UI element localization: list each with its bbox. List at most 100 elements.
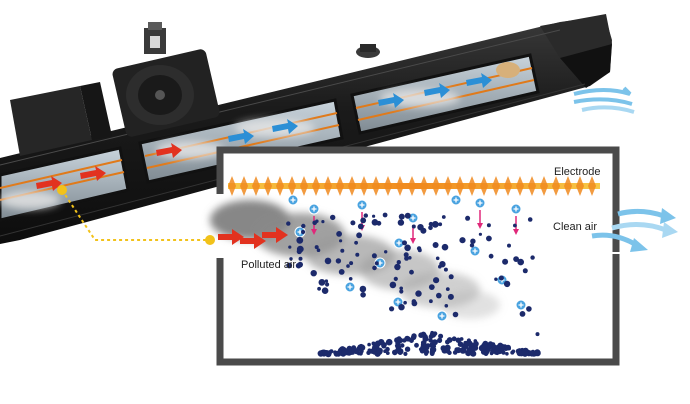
fan-icon — [155, 90, 165, 100]
particle-icon — [295, 262, 302, 269]
particle-icon — [505, 352, 509, 356]
particle-icon — [503, 280, 511, 288]
electrode-spike — [300, 176, 308, 196]
electrode-spike — [492, 176, 500, 196]
particle-icon — [417, 248, 422, 253]
particle-icon — [466, 347, 473, 353]
particle-icon — [286, 262, 293, 269]
particle-icon — [350, 350, 355, 355]
particle-icon — [526, 306, 532, 312]
particle-icon — [488, 253, 494, 259]
plus-ion-sign — [439, 313, 445, 319]
particle-icon — [422, 335, 429, 342]
particle-icon — [357, 223, 364, 230]
particle-icon — [296, 236, 304, 244]
particle-icon — [399, 286, 404, 291]
particle-icon — [530, 255, 535, 260]
electrode-spike — [588, 176, 596, 196]
electrode-spike — [444, 176, 452, 196]
particle-icon — [371, 347, 377, 352]
particle-icon — [424, 349, 430, 355]
particle-icon — [404, 212, 411, 219]
particle-icon — [443, 267, 448, 272]
electrode-spike — [348, 176, 356, 196]
particle-icon — [348, 277, 353, 281]
particle-icon — [374, 261, 379, 266]
particle-icon — [336, 231, 342, 237]
particle-icon — [438, 333, 444, 339]
particle-icon — [389, 306, 395, 312]
electrode-spike — [312, 176, 320, 196]
particle-icon — [498, 275, 504, 281]
particle-icon — [414, 342, 419, 348]
electrode-spike — [504, 176, 512, 196]
particle-icon — [376, 347, 383, 354]
clean-air-label: Clean air — [553, 221, 597, 233]
particle-icon — [360, 217, 367, 224]
electrode-spike — [252, 176, 260, 196]
particle-icon — [330, 214, 336, 221]
particle-icon — [419, 348, 426, 354]
electrode-label: Electrode — [554, 166, 600, 178]
particle-icon — [335, 258, 342, 264]
particle-icon — [513, 256, 519, 262]
electrode-spike — [432, 176, 440, 196]
particle-icon — [511, 349, 516, 354]
particle-icon — [350, 220, 356, 226]
particle-icon — [433, 277, 440, 284]
particle-icon — [398, 213, 405, 220]
particle-icon — [465, 215, 471, 221]
particle-icon — [393, 276, 398, 281]
polluted-inflow-arrows — [218, 227, 288, 249]
particle-icon — [507, 346, 511, 351]
particle-icon — [408, 255, 412, 260]
particle-icon — [314, 245, 319, 250]
particle-icon — [400, 343, 405, 348]
particle-icon — [385, 351, 390, 355]
particle-icon — [288, 245, 292, 249]
particle-icon — [321, 287, 329, 295]
electrode-spike — [240, 176, 248, 196]
particle-icon — [411, 300, 418, 307]
electrode-spike — [324, 176, 332, 196]
plus-ion-sign — [359, 202, 365, 208]
housing-side-box — [10, 82, 112, 156]
particle-layer — [286, 212, 540, 337]
particle-icon — [436, 292, 442, 299]
field-arrow-head — [513, 229, 519, 235]
particle-icon — [420, 332, 426, 337]
particle-icon — [478, 232, 482, 236]
inflow-arrow — [36, 176, 62, 191]
airflow-arrow — [272, 119, 298, 134]
particle-icon — [402, 338, 407, 343]
particle-icon — [322, 349, 327, 355]
particle-icon — [445, 287, 450, 291]
fan-motor-module — [112, 22, 220, 137]
particle-icon — [527, 217, 533, 222]
particle-icon — [324, 257, 332, 265]
particle-icon — [445, 348, 451, 354]
electrode-spike — [564, 176, 572, 196]
particle-icon — [378, 339, 385, 346]
electrode-spike — [576, 176, 584, 196]
particle-icon — [396, 336, 402, 341]
particle-icon — [318, 279, 326, 286]
inflow-arrow — [80, 166, 106, 181]
particle-icon — [404, 244, 411, 252]
particle-icon — [411, 333, 417, 339]
electrode-spike — [336, 176, 344, 196]
particle-icon — [372, 265, 377, 271]
particle-icon — [441, 215, 446, 219]
electrode-spike — [228, 176, 236, 196]
particle-icon — [347, 345, 352, 351]
particle-icon — [396, 348, 404, 355]
airflow-arrow — [228, 129, 254, 144]
electrode-spike — [480, 176, 488, 196]
particle-icon — [487, 344, 492, 349]
particle-icon — [399, 289, 404, 294]
electrode-spike — [264, 176, 272, 196]
particle-icon — [289, 257, 293, 261]
particle-icon — [349, 261, 354, 266]
particle-icon — [517, 258, 524, 266]
